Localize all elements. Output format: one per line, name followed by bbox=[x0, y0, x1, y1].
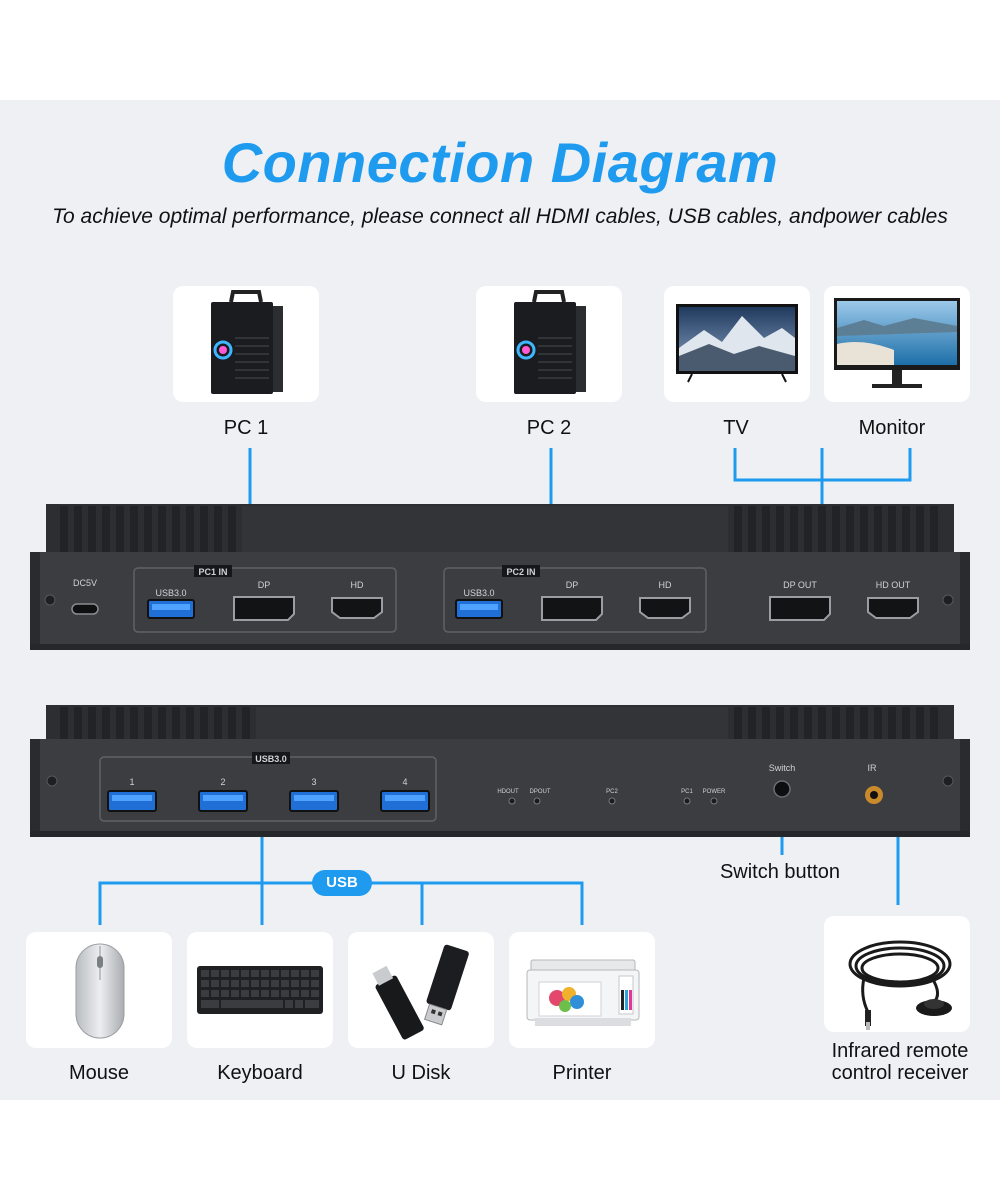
ir-receiver-label: Infrared remote control receiver bbox=[831, 1040, 969, 1084]
rear-usb-tag: USB3.0 bbox=[255, 754, 287, 764]
led-power-label: POWER bbox=[703, 789, 726, 795]
led-pc2-label: PC2 bbox=[606, 789, 618, 795]
hd-out-label: HD OUT bbox=[876, 580, 911, 590]
pc2-usb-label: USB3.0 bbox=[463, 588, 494, 598]
led-hdout-label: HDOUT bbox=[497, 789, 519, 795]
ir-port-label: IR bbox=[868, 763, 878, 773]
pc1-in-label: PC1 IN bbox=[198, 567, 227, 577]
usb-port-4-label: 4 bbox=[402, 777, 407, 787]
pc2-card bbox=[476, 286, 622, 402]
dc-port-label: DC5V bbox=[73, 578, 97, 588]
page-subtitle: To achieve optimal performance, please c… bbox=[52, 205, 948, 228]
usb-port-2-label: 2 bbox=[220, 777, 225, 787]
usb-badge: USB bbox=[312, 870, 372, 896]
printer-card bbox=[509, 932, 655, 1048]
keyboard-card bbox=[187, 932, 333, 1048]
diagram-canvas: Connection Diagram To achieve optimal pe… bbox=[0, 100, 1000, 1100]
ir-cable-icon bbox=[848, 940, 952, 1030]
pc1-hd-label: HD bbox=[351, 580, 364, 590]
usb-drive-label: U Disk bbox=[391, 1062, 451, 1084]
pc1-usb-label: USB3.0 bbox=[155, 588, 186, 598]
switch-port-label: Switch bbox=[769, 763, 796, 773]
pc1-card bbox=[173, 286, 319, 402]
usb-drive-icon bbox=[372, 944, 469, 1040]
led-dpout-label: DPOUT bbox=[530, 789, 551, 795]
usb-port-3-label: 3 bbox=[311, 777, 316, 787]
printer-icon bbox=[526, 959, 640, 1026]
mouse-card bbox=[26, 932, 172, 1048]
monitor-label: Monitor bbox=[858, 417, 926, 439]
pc2-in-label: PC2 IN bbox=[506, 567, 535, 577]
pc1-dp-label: DP bbox=[258, 580, 271, 590]
tv-icon bbox=[676, 304, 798, 383]
monitor-icon bbox=[834, 298, 960, 388]
led-pc1-label: PC1 bbox=[681, 789, 693, 795]
ir-receiver-card bbox=[824, 916, 970, 1032]
usb-drive-card bbox=[348, 932, 494, 1048]
monitor-card bbox=[824, 286, 970, 402]
kvm-front-panel: DC5V PC1 IN USB3.0 DP HD PC2 IN USB3.0 D… bbox=[30, 500, 970, 652]
keyboard-label: Keyboard bbox=[217, 1062, 303, 1084]
pc1-label: PC 1 bbox=[223, 417, 269, 439]
pc-tower-icon bbox=[514, 290, 586, 394]
keyboard-icon bbox=[197, 966, 323, 1014]
kvm-rear-panel: USB3.0 1 2 3 4 HDOUT DPOUT PC2 PC1 POWER… bbox=[30, 703, 970, 839]
mouse-icon bbox=[75, 943, 125, 1039]
tv-label: TV bbox=[723, 417, 749, 439]
pc2-dp-label: DP bbox=[566, 580, 579, 590]
tv-card bbox=[664, 286, 810, 402]
pc-tower-icon bbox=[211, 290, 283, 394]
page-title: Connection Diagram bbox=[221, 131, 779, 194]
switch-button-callout: Switch button bbox=[719, 861, 841, 883]
usb-port-1-label: 1 bbox=[129, 777, 134, 787]
mouse-label: Mouse bbox=[68, 1062, 130, 1084]
dp-out-label: DP OUT bbox=[783, 580, 817, 590]
pc2-hd-label: HD bbox=[659, 580, 672, 590]
pc2-label: PC 2 bbox=[526, 417, 572, 439]
printer-label: Printer bbox=[552, 1062, 612, 1084]
